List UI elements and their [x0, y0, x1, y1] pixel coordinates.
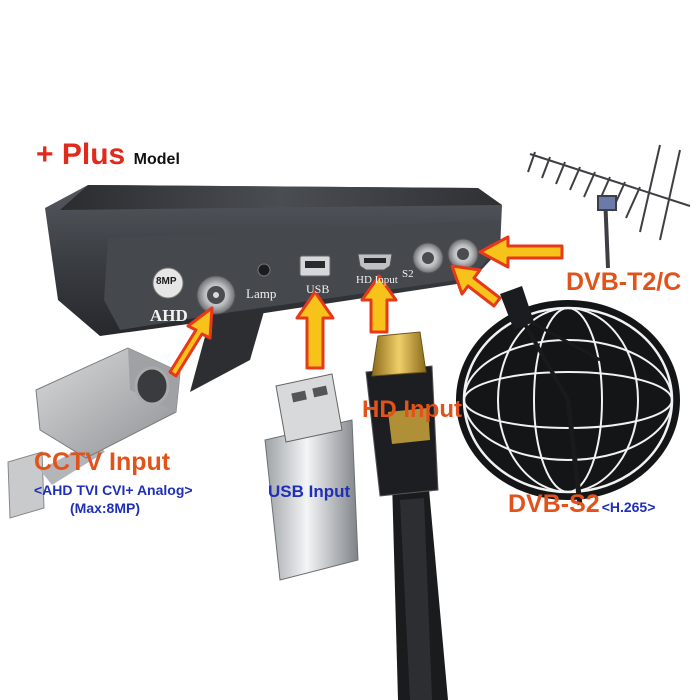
s2-port-label: S2	[402, 268, 414, 280]
arrow-dvbt	[478, 235, 564, 269]
lamp-indicator-icon	[257, 263, 271, 277]
arrow-hd	[360, 274, 398, 334]
usb-port-icon	[299, 255, 331, 277]
dvbs-main-label: DVB-S2	[508, 490, 600, 518]
badge-8mp-label: 8MP	[156, 276, 177, 287]
8mp-badge-icon	[152, 267, 184, 299]
arrow-dvbs	[450, 264, 502, 308]
hdmi-cable-icon	[365, 331, 448, 700]
arrow-cctv	[168, 306, 214, 378]
satellite-dish-icon	[456, 286, 680, 506]
plus-heading: + Plus	[36, 138, 126, 171]
hd-input-label: HD Input	[362, 396, 462, 423]
model-label: Model	[133, 151, 180, 168]
dvbs-codec-label: <H.265>	[601, 499, 656, 515]
dual-rf-connector-icon	[412, 238, 479, 274]
usb-port-label: USB	[306, 282, 330, 296]
dvbt-label: DVB-T2/C	[566, 268, 682, 296]
hdmi-port-icon	[357, 253, 393, 271]
usb-input-label: USB Input	[268, 482, 351, 501]
usb-stick-icon	[264, 373, 359, 581]
heading: + Plus Model	[36, 138, 180, 172]
hd-input-port-label: HD Input	[356, 274, 398, 286]
cctv-input-title: CCTV Input	[34, 448, 171, 476]
lamp-port-label: Lamp	[246, 286, 277, 301]
ahd-port-label: AHD	[150, 306, 188, 325]
dvbs-label: DVB-S2<H.265>	[508, 490, 655, 519]
cctv-camera-icon	[7, 347, 181, 519]
cctv-formats-label: <AHD TVI CVI+ Analog>	[34, 482, 193, 498]
bnc-connector-icon	[196, 275, 236, 315]
arrow-usb	[295, 290, 335, 370]
cctv-max-label: (Max:8MP)	[70, 500, 141, 516]
tv-antenna-icon	[527, 144, 691, 269]
